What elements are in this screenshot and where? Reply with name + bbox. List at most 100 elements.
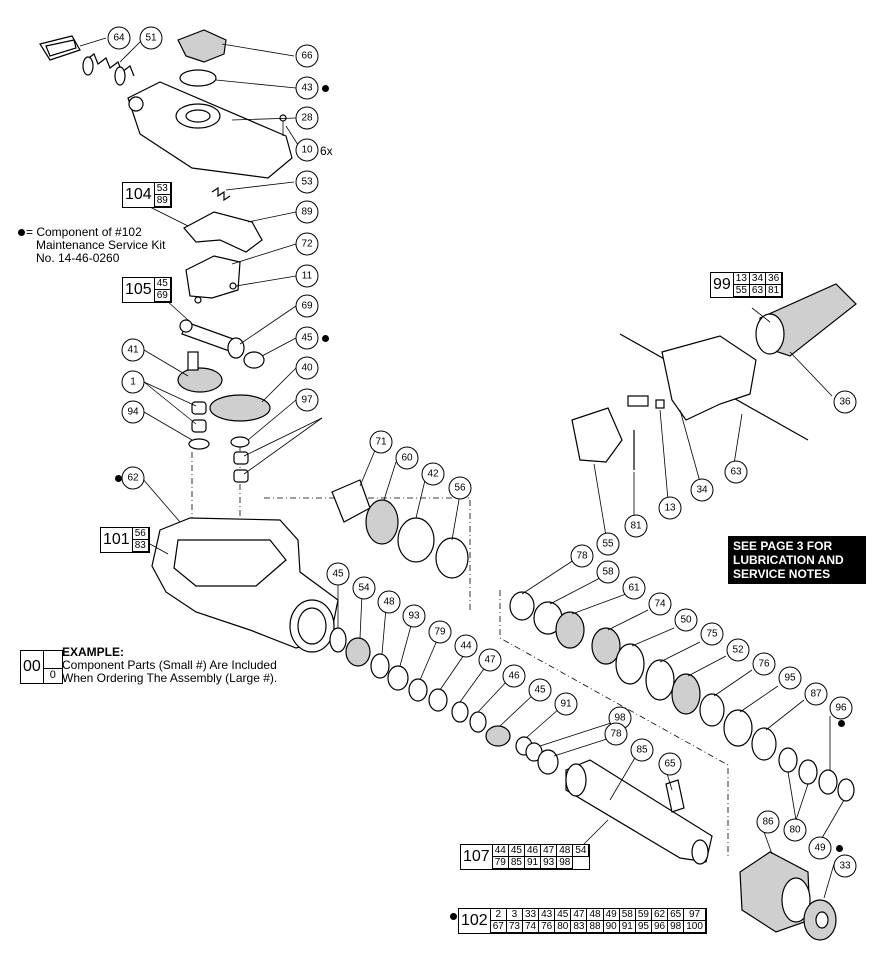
assembly-99-number: 99 bbox=[711, 273, 734, 297]
part-ring-45-top bbox=[243, 351, 265, 369]
callout-63: 63 bbox=[724, 460, 748, 484]
part-ring-79 bbox=[408, 678, 428, 702]
svg-text:71: 71 bbox=[375, 437, 387, 448]
callout-28: 28 bbox=[295, 106, 319, 130]
assembly-box-101: 101 56 83 bbox=[100, 527, 150, 553]
assembly-102-sub: 65 bbox=[668, 909, 685, 921]
callout-97: 97 bbox=[295, 388, 319, 412]
assembly-107-sub: 45 bbox=[508, 845, 525, 857]
callout-86: 86 bbox=[756, 810, 780, 834]
svg-text:72: 72 bbox=[301, 239, 313, 250]
part-ring-49 bbox=[837, 778, 855, 802]
part-oring-43 bbox=[179, 69, 217, 87]
part-screw-11b bbox=[194, 296, 202, 304]
kit-marker-49 bbox=[836, 845, 843, 852]
assembly-102-sub: 48 bbox=[587, 909, 604, 921]
svg-text:78: 78 bbox=[610, 729, 622, 740]
callout-80: 80 bbox=[783, 818, 807, 842]
callout-78-a: 78 bbox=[570, 544, 594, 568]
svg-text:44: 44 bbox=[460, 641, 472, 652]
part-bearing-54 bbox=[345, 637, 371, 667]
assembly-line-right bbox=[499, 590, 729, 856]
callout-62: 62 bbox=[121, 466, 145, 490]
assembly-102-sub: 95 bbox=[635, 921, 652, 933]
part-bearing-1a bbox=[191, 401, 207, 415]
callout-78-b: 78 bbox=[604, 722, 628, 746]
part-clip-64 bbox=[39, 35, 81, 61]
svg-text:45: 45 bbox=[332, 569, 344, 580]
svg-text:64: 64 bbox=[113, 33, 125, 44]
part-ring-95 bbox=[723, 709, 753, 747]
assembly-102-sub: 91 bbox=[619, 921, 636, 933]
callout-61: 61 bbox=[622, 576, 646, 600]
callout-51: 51 bbox=[139, 26, 163, 50]
callout-40: 40 bbox=[295, 356, 319, 380]
svg-text:69: 69 bbox=[301, 301, 313, 312]
callout-34: 34 bbox=[690, 478, 714, 502]
assembly-102-sub: 74 bbox=[522, 921, 540, 933]
part-ring-75 bbox=[645, 659, 675, 701]
part-ring-56 bbox=[435, 537, 469, 579]
assembly-line-left bbox=[264, 497, 471, 612]
assembly-107-sub: 48 bbox=[557, 845, 574, 857]
example-title: EXAMPLE: bbox=[62, 645, 125, 659]
assembly-99-sub: 81 bbox=[766, 285, 783, 297]
part-spring-53 bbox=[211, 186, 231, 202]
callout-96: 96 bbox=[829, 696, 853, 720]
svg-text:60: 60 bbox=[401, 453, 413, 464]
callout-1-a: 1 bbox=[121, 370, 145, 394]
part-ring-42 bbox=[397, 517, 435, 563]
part-gear-60 bbox=[365, 499, 399, 545]
callout-10: 10 bbox=[295, 138, 319, 162]
callout-33: 33 bbox=[833, 854, 857, 878]
callout-94: 94 bbox=[121, 400, 145, 424]
callout-65: 65 bbox=[658, 752, 682, 776]
svg-text:79: 79 bbox=[434, 627, 446, 638]
part-ring-87 bbox=[751, 727, 777, 761]
assembly-104-number: 104 bbox=[123, 183, 155, 207]
part-latch-65 bbox=[665, 779, 685, 813]
svg-text:74: 74 bbox=[654, 599, 666, 610]
svg-text:93: 93 bbox=[408, 611, 420, 622]
part-ring-80a bbox=[778, 747, 798, 773]
svg-text:34: 34 bbox=[696, 485, 708, 496]
callout-43: 43 bbox=[295, 76, 319, 100]
assembly-105-sub: 45 bbox=[154, 278, 171, 290]
part-ring-78 bbox=[509, 591, 535, 621]
svg-text:42: 42 bbox=[427, 469, 439, 480]
part-ring-80b bbox=[798, 759, 818, 785]
part-bearing-1d bbox=[233, 469, 249, 483]
assembly-99-sub: 13 bbox=[733, 273, 750, 285]
svg-text:61: 61 bbox=[628, 583, 640, 594]
callout-45-b: 45 bbox=[326, 562, 350, 586]
assembly-102-sub: 76 bbox=[539, 921, 556, 933]
assembly-102-sub: 2 bbox=[490, 909, 507, 921]
part-gear-40 bbox=[209, 394, 271, 422]
callout-66: 66 bbox=[295, 44, 319, 68]
callout-44: 44 bbox=[454, 634, 478, 658]
assembly-102-sub: 43 bbox=[539, 909, 556, 921]
example-box: 00 0 bbox=[20, 650, 63, 684]
svg-text:10: 10 bbox=[301, 145, 313, 156]
callout-71: 71 bbox=[369, 430, 393, 454]
part-rod-69 bbox=[179, 319, 245, 359]
callout-49: 49 bbox=[808, 836, 832, 860]
assembly-102-sub: 49 bbox=[603, 909, 620, 921]
assembly-102-sub: 3 bbox=[506, 909, 523, 921]
part-ring-52 bbox=[671, 673, 701, 715]
svg-text:63: 63 bbox=[730, 467, 742, 478]
svg-text:49: 49 bbox=[814, 843, 826, 854]
kit-marker-43 bbox=[322, 85, 329, 92]
kit-legend-line-2: Maintenance Service Kit bbox=[36, 238, 166, 252]
part-top-housing-28 bbox=[127, 81, 293, 179]
callout-46: 46 bbox=[502, 664, 526, 688]
part-bearing-1c bbox=[233, 451, 249, 465]
svg-text:76: 76 bbox=[758, 659, 770, 670]
assembly-107-sub: 47 bbox=[541, 845, 558, 857]
callout-69: 69 bbox=[295, 294, 319, 318]
callout-72: 72 bbox=[295, 232, 319, 256]
svg-text:86: 86 bbox=[762, 817, 774, 828]
svg-text:58: 58 bbox=[602, 567, 614, 578]
callout-13: 13 bbox=[658, 496, 682, 520]
